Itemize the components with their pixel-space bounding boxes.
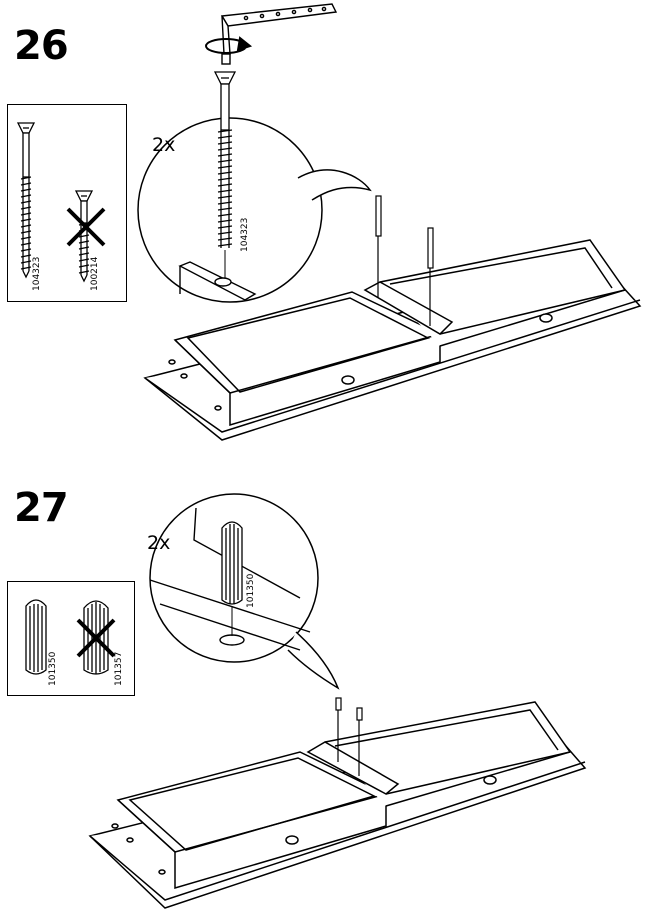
correct-screw-icon [16,122,36,279]
cross-out-icon [76,618,116,658]
part-selection-box-26: 104323 100214 [7,104,127,302]
dowel-icon [221,521,243,605]
screw-positions [375,195,434,326]
board-edge [178,261,257,301]
wrong-screw-icon [74,190,94,283]
callout-pointer [287,631,340,690]
part-selection-box-27: 101350 101357 [7,581,135,696]
callout-part-number-27: 101350 [246,573,256,608]
callout-pointer [297,169,372,201]
callout-circle [137,117,323,303]
cross-out-icon [66,207,106,247]
screw-parts-illustration [16,122,106,283]
allen-key-icon [220,3,338,65]
board-edge [149,507,311,651]
quantity-label-26: 2x [152,134,176,156]
step-number-26: 26 [14,23,69,69]
drawer-assembly [143,239,642,441]
correct-dowel-icon [25,599,47,675]
dowel-parts-illustration [25,599,116,675]
drawer-assembly [88,701,587,909]
step-number-27: 27 [14,485,69,531]
quantity-label-27: 2x [147,532,171,554]
dowel-positions [335,697,363,776]
wrong-dowel-icon [83,600,109,675]
screw-icon [213,71,237,248]
rotation-arrow-icon [205,36,253,54]
